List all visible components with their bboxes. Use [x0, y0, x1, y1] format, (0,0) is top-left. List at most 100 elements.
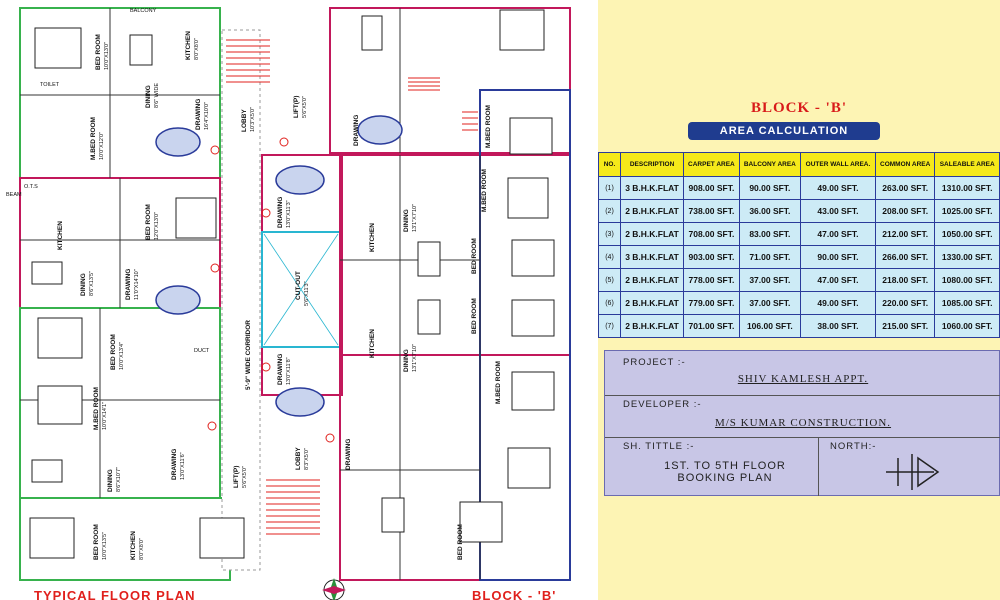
panel-top-band	[598, 0, 1000, 86]
developer-label: DEVELOPER :-	[623, 399, 702, 410]
room-label: DINING	[107, 469, 114, 492]
col-header-description: DESCRIPTION	[619, 152, 685, 177]
bed	[34, 27, 82, 69]
col-header-carpet: CARPET AREA	[683, 152, 740, 177]
flat-marker	[261, 208, 271, 218]
sofa-set	[275, 165, 325, 195]
room-label: KITCHEN	[369, 329, 376, 358]
sheet-title-text: 1ST. TO 5TH FLOOR BOOKING PLAN	[630, 460, 820, 484]
room-dim: 8'3"X5'0"	[304, 448, 310, 470]
room-label: DRAWING	[353, 115, 360, 146]
flat-marker	[207, 421, 217, 431]
room-dim: 12'0"X13'0"	[154, 212, 160, 240]
room-label: LIFT(P)	[293, 96, 300, 118]
flat-marker	[210, 263, 220, 273]
cell-common-area: 266.00 SFT.	[874, 245, 936, 269]
room-label: DINING	[403, 349, 410, 372]
cell-saleable-area: 1025.00 SFT.	[934, 199, 1000, 223]
dining-table	[129, 34, 153, 66]
bed	[499, 9, 545, 51]
dining-table	[31, 261, 63, 285]
divider	[605, 395, 1000, 396]
cell-balcony-area: 36.00 SFT.	[738, 199, 802, 223]
room-label: M.BED ROOM	[495, 361, 502, 404]
room-dim: 8'6" WIDE	[154, 83, 160, 108]
cell-no: (4)	[598, 245, 621, 269]
divider	[605, 437, 1000, 438]
bed	[511, 239, 555, 277]
room-label: BED ROOM	[457, 524, 464, 560]
cell-description: 2 B.H.K.FLAT	[619, 291, 685, 315]
room-label: LOBBY	[241, 109, 248, 132]
cell-description: 2 B.H.K.FLAT	[619, 199, 685, 223]
bed	[507, 447, 551, 489]
cell-carpet-area: 778.00 SFT.	[683, 268, 740, 292]
room-label: BED ROOM	[110, 334, 117, 370]
plan-title-block: BLOCK - 'B'	[472, 588, 557, 600]
cell-outer-wall-area: 43.00 SFT.	[800, 199, 876, 223]
cell-saleable-area: 1330.00 SFT.	[934, 245, 1000, 269]
cell-outer-wall-area: 47.00 SFT.	[800, 222, 876, 246]
cell-saleable-area: 1310.00 SFT.	[934, 176, 1000, 200]
room-dim: 10'0"X14'1"	[102, 402, 108, 430]
room-label: KITCHEN	[57, 221, 64, 250]
room-label: DRAWING	[171, 449, 178, 480]
dining-table	[417, 241, 441, 277]
cell-balcony-area: 90.00 SFT.	[738, 176, 802, 200]
room-label: DRAWING	[125, 269, 132, 300]
sofa-set	[357, 115, 403, 145]
flat-marker	[325, 433, 335, 443]
cell-outer-wall-area: 38.00 SFT.	[800, 314, 876, 338]
duct-label: DUCT	[194, 348, 210, 354]
cell-carpet-area: 779.00 SFT.	[683, 291, 740, 315]
room-label: KITCHEN	[130, 531, 137, 560]
room-dim: 10'0"X13'0"	[104, 42, 110, 70]
cell-saleable-area: 1050.00 SFT.	[934, 222, 1000, 246]
north-label: NORTH:-	[830, 441, 877, 452]
developer-name: M/S KUMAR CONSTRUCTION.	[714, 417, 892, 429]
cell-carpet-area: 708.00 SFT.	[683, 222, 740, 246]
cell-balcony-area: 71.00 SFT.	[738, 245, 802, 269]
sofa-set	[155, 127, 201, 157]
cell-common-area: 212.00 SFT.	[874, 222, 936, 246]
cutout-dim: 5'6"X11'3"	[304, 281, 310, 306]
block-title: BLOCK - 'B'	[750, 100, 847, 116]
room-label: DRAWING	[277, 354, 284, 385]
room-label: DINING	[145, 85, 152, 108]
room-dim: 13'0"X11'6"	[180, 452, 186, 480]
table-header-row: NO. DESCRIPTION CARPET AREA BALCONY AREA…	[598, 152, 1000, 177]
cell-description: 2 B.H.K.FLAT	[619, 222, 685, 246]
room-dim: 5'6"X5'0"	[242, 466, 248, 488]
cell-outer-wall-area: 49.00 SFT.	[800, 291, 876, 315]
col-header-outer-wall: OUTER WALL AREA.	[800, 152, 876, 177]
cell-carpet-area: 701.00 SFT.	[683, 314, 740, 338]
room-label: KITCHEN	[185, 31, 192, 60]
cell-carpet-area: 908.00 SFT.	[683, 176, 740, 200]
toilet-label: TOILET	[40, 82, 60, 88]
room-label: KITCHEN	[369, 223, 376, 252]
bed	[199, 517, 245, 559]
room-label: DRAWING	[195, 99, 202, 130]
bed	[29, 517, 75, 559]
room-dim: 11'0"X14'10"	[134, 269, 140, 300]
room-label: DINING	[80, 273, 87, 296]
sofa-set	[275, 387, 325, 417]
room-label: DRAWING	[277, 197, 284, 228]
dining-table	[417, 299, 441, 335]
bed	[507, 177, 549, 219]
dining-table	[361, 15, 383, 51]
cutout-label: CUT-OUT	[295, 271, 302, 300]
cell-balcony-area: 106.00 SFT.	[738, 314, 802, 338]
cell-description: 2 B.H.K.FLAT	[619, 268, 685, 292]
bed	[509, 117, 553, 155]
room-dim: 8'0"X8'0"	[139, 538, 145, 560]
area-calculation-banner: AREA CALCULATION	[688, 122, 880, 140]
flat-4-walls	[329, 7, 571, 154]
cell-saleable-area: 1060.00 SFT.	[934, 314, 1000, 338]
cell-common-area: 263.00 SFT.	[874, 176, 936, 200]
cell-common-area: 215.00 SFT.	[874, 314, 936, 338]
